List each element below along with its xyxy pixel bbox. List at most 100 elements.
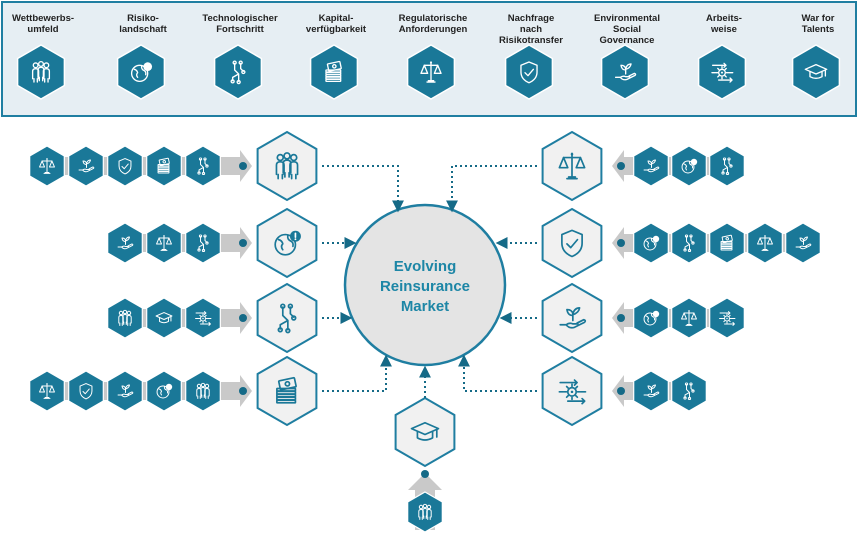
input-hex-c3 (185, 145, 221, 187)
globe-alert-icon (643, 310, 660, 326)
legend-label-c3: Technologischer Fortschritt (202, 13, 278, 35)
input-hex-c2 (633, 297, 669, 339)
legend-hex-c4 (309, 44, 359, 100)
circuit-icon (683, 234, 695, 253)
input-hex-c5 (671, 297, 707, 339)
hand-plant-icon (614, 63, 637, 81)
scales-icon (558, 152, 586, 180)
input-hex-c3 (671, 222, 707, 264)
people-icon (118, 309, 132, 326)
left-driver-row-1 (29, 130, 318, 202)
input-hex-c5 (29, 370, 65, 412)
flow-connectors (322, 165, 537, 398)
input-hex-c9 (146, 297, 182, 339)
input-hex-c3 (671, 370, 707, 412)
hand-plant-icon (795, 236, 812, 250)
input-hex-c7 (107, 222, 143, 264)
graduation-cap-icon (804, 63, 828, 80)
shield-check-icon (520, 61, 538, 84)
input-hex-c7 (107, 370, 143, 412)
shield-check-icon (118, 158, 132, 175)
money-stack-icon (720, 234, 733, 251)
legend-label-c4: Kapital- verfügbarkeit (305, 13, 367, 35)
driver-hex-c3 (256, 282, 318, 354)
legend-hex-c9 (791, 44, 841, 100)
input-hex-c7 (633, 145, 669, 187)
scales-icon (39, 158, 55, 174)
circuit-icon (683, 382, 695, 401)
legend-icons (16, 44, 841, 100)
gear-arrows-icon (195, 311, 212, 326)
circuit-icon (197, 157, 209, 176)
input-hex-c4 (709, 222, 745, 264)
legend-hex-c5 (406, 44, 456, 100)
graduation-cap-icon (155, 312, 173, 324)
right-driver-row-4 (541, 355, 707, 427)
legend-hex-c2 (116, 44, 166, 100)
input-hex-c8 (709, 297, 745, 339)
legend-label-c7: Environmental Social Governance (594, 13, 660, 46)
circuit-icon (230, 60, 246, 85)
hand-plant-icon (117, 384, 134, 398)
legend-label-c5: Regulatorische Anforderungen (398, 13, 468, 35)
driver-hex-c7 (541, 282, 603, 354)
globe-alert-icon (130, 62, 153, 83)
people-icon (275, 152, 299, 180)
people-icon (31, 60, 51, 83)
driver-hex-c8 (541, 355, 603, 427)
globe-alert-icon (274, 230, 301, 256)
input-hex-c2 (671, 145, 707, 187)
input-hex-c1 (407, 491, 443, 533)
input-hex-c3 (709, 145, 745, 187)
money-stack-icon (157, 157, 170, 174)
driver-hex-c6 (541, 207, 603, 279)
input-hex-c8 (185, 297, 221, 339)
driver-hex-c4 (256, 355, 318, 427)
hand-plant-icon (117, 236, 134, 250)
input-hex-c5 (747, 222, 783, 264)
left-driver-row-3 (107, 282, 318, 354)
legend-hex-c8 (697, 44, 747, 100)
input-hex-c7 (633, 370, 669, 412)
input-hex-c5 (146, 222, 182, 264)
hand-plant-icon (643, 159, 660, 173)
right-driver-row-1 (541, 130, 745, 202)
legend-hex-c3 (213, 44, 263, 100)
driver-hex-c1 (256, 130, 318, 202)
people-icon (418, 503, 432, 520)
legend-label-c8: Arbeits- weise (706, 13, 742, 35)
scales-icon (39, 383, 55, 399)
globe-alert-icon (681, 158, 698, 174)
right-driver-row-3 (541, 282, 745, 354)
money-stack-icon (325, 60, 342, 83)
gear-arrows-icon (711, 62, 734, 83)
center-title-line: Reinsurance (380, 278, 470, 295)
legend-hex-c6 (504, 44, 554, 100)
shield-check-icon (561, 229, 583, 258)
input-hex-c1 (185, 370, 221, 412)
driver-hex-c5 (541, 130, 603, 202)
driver-hex-c2 (256, 207, 318, 279)
hand-plant-icon (559, 307, 587, 329)
graduation-cap-icon (410, 421, 440, 441)
scales-icon (156, 235, 172, 251)
money-stack-icon (276, 376, 297, 404)
legend-label-c2: Risiko- landschaft (119, 13, 167, 35)
input-hex-c2 (633, 222, 669, 264)
scales-icon (681, 310, 697, 326)
input-hex-c5 (29, 145, 65, 187)
legend-hex-c7 (600, 44, 650, 100)
shield-check-icon (79, 383, 93, 400)
center-title-line: Market (401, 298, 449, 315)
gear-arrows-icon (719, 311, 736, 326)
scales-icon (420, 61, 442, 83)
people-icon (196, 382, 210, 399)
input-hex-c7 (68, 145, 104, 187)
legend-hex-c1 (16, 44, 66, 100)
left-driver-row-2 (107, 207, 318, 279)
legend-label-c1: Wettbewerbs- umfeld (11, 13, 75, 35)
input-hex-c7 (785, 222, 821, 264)
input-hex-c4 (146, 145, 182, 187)
